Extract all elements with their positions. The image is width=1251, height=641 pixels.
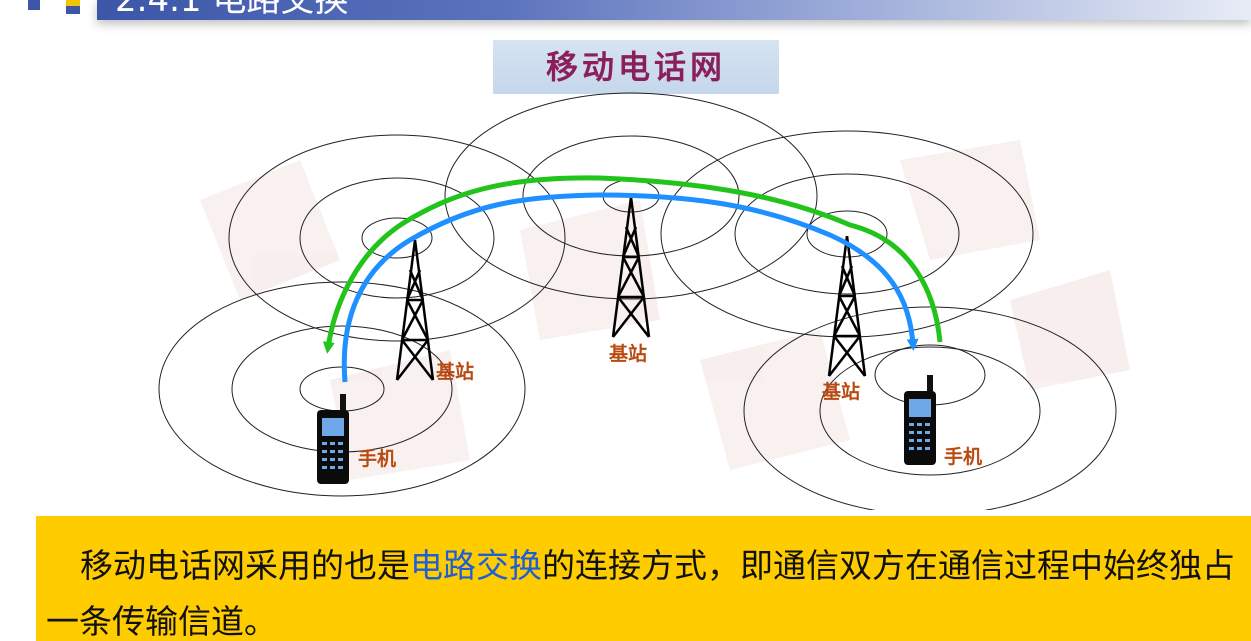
phone-right-icon: [904, 375, 936, 465]
tower-right-icon: [827, 235, 867, 377]
blue-signal-path: [341, 192, 919, 383]
caption-part-1: 移动电话网采用的也是: [80, 546, 410, 585]
caption-box: 移动电话网采用的也是电路交换的连接方式，即通信双方在通信过程中始终独占一条传输信…: [36, 516, 1251, 641]
diagram-title-box: 移动电话网: [493, 40, 779, 94]
phone-left-icon: [317, 394, 349, 484]
background-decoration: [200, 140, 1130, 480]
header-bar: 2.4.1 电路交换: [97, 0, 1251, 20]
mobile-network-diagram: 基站 基站 基站 手机 手机: [158, 92, 1130, 510]
tower-center-icon: [611, 196, 651, 338]
caption-text: 移动电话网采用的也是电路交换的连接方式，即通信双方在通信过程中始终独占一条传输信…: [46, 538, 1251, 641]
cell-phone-right: [743, 306, 1117, 510]
base-station-label-center: 基站: [608, 342, 647, 365]
section-title: 2.4.1 电路交换: [115, 0, 349, 20]
left-marker: [28, 0, 40, 10]
left-marker-yellow: [66, 0, 80, 6]
phone-label-left: 手机: [358, 447, 396, 470]
base-station-label-left: 基站: [435, 360, 474, 383]
tower-left-icon: [395, 239, 435, 381]
diagram-title: 移动电话网: [545, 48, 726, 86]
cell-left: [228, 134, 566, 342]
phone-label-right: 手机: [944, 445, 982, 468]
green-signal-path: [322, 175, 943, 354]
caption-highlight: 电路交换: [410, 546, 542, 585]
caption-part-2: 的连接方式，即通信双方在通信过程中始终独占一条传输信道。: [46, 546, 1235, 641]
base-station-label-right: 基站: [821, 380, 860, 403]
